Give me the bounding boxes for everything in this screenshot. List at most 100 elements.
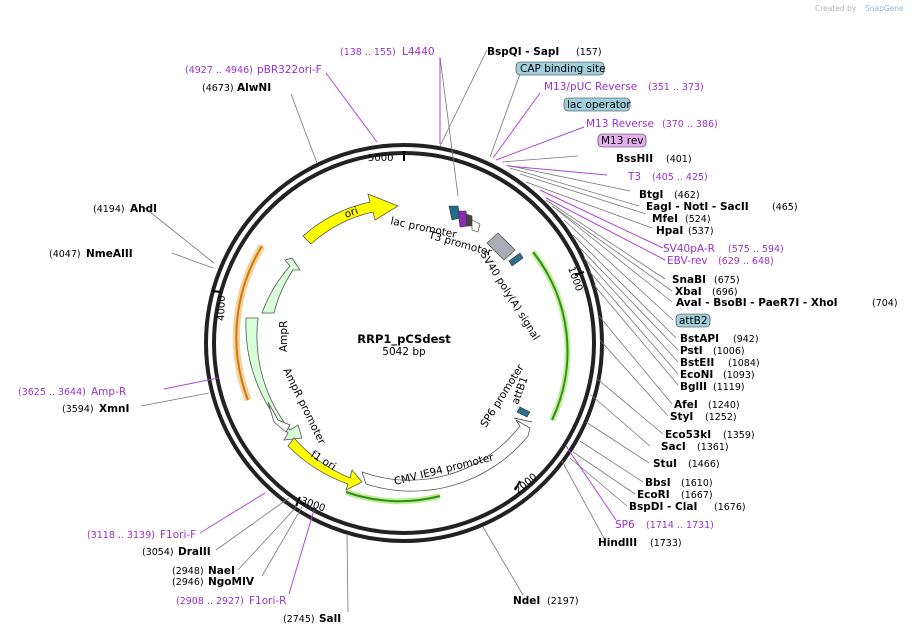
site-styi: StyI [670,411,693,423]
primer-sv40pa-r-range: (575 .. 594) [728,244,784,255]
primer-sp6: SP6 [615,519,635,531]
lac-operator-label: lac operator [567,99,631,111]
site-xmni-pos: (3594) [62,404,94,415]
feature-green-arc-bottom [345,491,441,503]
site-alwni-pos: (4673) [202,83,234,94]
site-bsteii-pos: (1084) [728,358,760,369]
tick-label-5000: 5000 [368,153,393,164]
site-sali-pos: (2745) [283,614,315,625]
site-econi-pos: (1093) [723,370,755,381]
primer-pbr322ori-f-range: (4927 .. 4946) [185,65,253,76]
site-eco53ki: Eco53kI [665,429,711,441]
site-saci-pos: (1361) [697,442,729,453]
watermark-created-by: Created by [815,4,857,13]
site-econi: EcoNI [680,369,713,381]
site-alwni: AlwNI [237,82,271,94]
primer-m13-reverse-range: (370 .. 386) [662,119,718,130]
primer-amp-r-range: (3625 .. 3644) [18,387,86,398]
site-draiii: DraIII [178,546,211,558]
site-avai-cluster: AvaI - BsoBI - PaeR7I - XhoI [676,297,838,309]
plasmid-length: 5042 bp [382,346,426,358]
site-hpai-pos: (537) [688,226,714,237]
site-bstapi-pos: (942) [733,334,759,345]
primer-sv40pa-r: SV40pA-R [663,243,715,255]
feature-sp6-promoter-arrow [513,417,533,423]
site-bspdi-clai-pos: (1676) [714,502,746,513]
primer-pbr322ori-f: pBR322ori-F [257,64,322,76]
feature-ampr-promoter[interactable] [267,401,291,433]
feature-ori[interactable] [302,193,399,245]
primer-ebv-rev-range: (629 .. 648) [718,256,774,267]
primer-leader-lines [163,57,666,595]
m13-rev-box[interactable] [597,133,647,148]
primer-f1ori-f: F1ori-F [160,529,196,541]
site-psti-pos: (1006) [713,346,745,357]
tick-4000 [211,290,222,293]
site-styi-pos: (1252) [705,412,737,423]
site-naei-pos: (2948) [172,566,204,577]
feature-sv40-polya-label: SV40 poly(A) signal [477,249,542,342]
feature-cmv-promoter[interactable] [361,419,531,492]
site-draiii-pos: (3054) [142,547,174,558]
site-btgi: BtgI [639,189,663,201]
site-xbai-pos: (696) [712,287,738,298]
site-snabi: SnaBI [672,274,706,286]
site-snabi-pos: (675) [714,275,740,286]
site-bsshii-pos: (401) [666,154,692,165]
site-afei: AfeI [674,399,698,411]
site-hindiii-pos: (1733) [650,538,682,549]
site-eco53ki-pos: (1359) [723,430,755,441]
site-xmni: XmnI [99,403,129,415]
m13-rev-label: M13 rev [601,135,644,147]
site-nmeaiii: NmeAIII [86,248,133,260]
site-naei: NaeI [208,565,235,577]
primer-amp-r: Amp-R [91,386,126,398]
feature-f1-ori[interactable] [287,437,363,491]
primer-m13-puc-reverse: M13/pUC Reverse [544,81,637,93]
site-eagi-noti-sacii-pos: (465) [772,202,798,213]
site-ndei: NdeI [513,595,540,607]
primer-ebv-rev: EBV-rev [667,255,708,267]
site-bspdi-clai: BspDI - ClaI [629,501,697,513]
site-afei-pos: (1240) [708,400,740,411]
primer-m13-puc-reverse-range: (351 .. 373) [648,82,704,93]
primer-t3: T3 [627,171,641,183]
backbone-outer-ring [204,143,604,543]
site-ahdi: AhdI [130,203,157,215]
site-bsshii: BssHII [616,153,653,165]
primer-t3-range: (405 .. 425) [652,172,708,183]
site-stui-pos: (1466) [688,459,720,470]
site-bbsi-pos: (1610) [681,478,713,489]
site-ndei-pos: (2197) [547,596,579,607]
cap-binding-site-label: CAP binding site [520,63,606,75]
primer-f1ori-f-range: (3118 .. 3139) [87,530,155,541]
site-avai-cluster-pos: (704) [872,298,898,309]
feature-sv40-polya[interactable] [486,232,516,261]
site-bspqi-sapi-pos: (157) [576,47,602,58]
site-bglii: BglII [680,381,707,393]
site-hpai: HpaI [656,225,683,237]
site-xbai: XbaI [675,286,702,298]
primer-m13-reverse: M13 Reverse [586,118,654,130]
site-bbsi: BbsI [645,477,671,489]
feature-m13-rev [465,213,473,227]
site-mfei-pos: (524) [685,214,711,225]
attb2-box[interactable] [675,313,711,328]
site-stui: StuI [653,458,677,470]
site-sali: SalI [319,613,341,625]
site-ecori-pos: (1667) [681,490,713,501]
site-saci: SacI [661,441,686,453]
primer-sp6-range: (1714 .. 1731) [646,520,714,531]
feature-ampr[interactable] [261,257,301,314]
feature-t3-promoter-label: T3 promoter [426,229,494,259]
tick-3000 [295,496,301,507]
lac-operator-box[interactable] [563,97,631,112]
feature-ampr-label: AmpR [278,321,290,352]
site-ngomiv: NgoMIV [208,576,255,588]
snapgene-logo: SnapGene [865,4,904,13]
cap-binding-site-box[interactable] [515,61,605,76]
tick-label-1000: 1000 [565,265,584,293]
site-labels: (138 .. 155) L4440 BspQI - SapI (157) (4… [18,46,898,625]
